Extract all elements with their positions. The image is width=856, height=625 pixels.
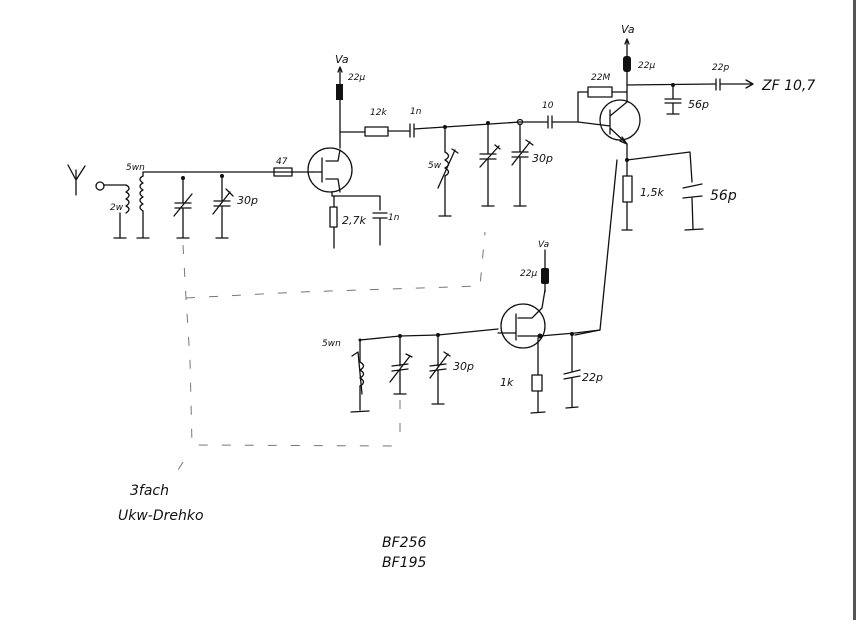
ganged-tuning-link <box>174 231 486 476</box>
mixer-input-capacitor: 10 <box>542 101 579 129</box>
rf-source-capacitor-label: 1n <box>388 213 400 223</box>
interstage-variable-coil: 5w <box>428 126 459 217</box>
antenna-symbol <box>67 164 86 196</box>
interstage-trimmer-label: 30p <box>532 152 553 165</box>
mixer-bjt-transistor <box>577 99 641 145</box>
mixer-collector-choke: 22µ <box>623 39 655 103</box>
coupling-resistor: 12k <box>364 108 389 137</box>
supply-terminal-rf: Va <box>335 53 349 73</box>
osc-drain-choke-label: 22µ <box>520 269 537 279</box>
mixer-input-capacitor-label: 10 <box>542 101 554 111</box>
osc-variable-coil: 5wn <box>322 339 370 413</box>
input-variable-capacitor <box>173 177 193 239</box>
page-edge <box>853 0 856 620</box>
osc-source-resistor: 1k <box>500 337 546 414</box>
interstage-coil-label: 5w <box>428 161 442 171</box>
coupling-capacitor-label: 1n <box>410 107 422 117</box>
output-capacitor: 22p <box>712 63 754 91</box>
rf-source-resistor-label: 2,7k <box>342 214 366 227</box>
mixer-emitter-resistor-label: 1,5k <box>640 186 664 199</box>
rf-drain-choke: 22µ <box>336 67 365 149</box>
mixer-emitter-resistor: 1,5k <box>621 159 664 231</box>
mixer-feedback-resistor: 22M <box>577 73 628 123</box>
osc-variable-capacitor <box>389 335 413 395</box>
osc-source-capacitor-label: 22p <box>582 371 603 384</box>
osc-trimmer-label: 30p <box>453 360 474 373</box>
supply-label-osc: Va <box>538 240 549 250</box>
osc-source-capacitor: 22p <box>563 333 603 409</box>
input-coil-primary-label: 2w <box>110 203 124 213</box>
coupling-resistor-label: 12k <box>370 108 387 118</box>
input-coil-secondary-label: 5wn <box>126 163 145 173</box>
output-label: ZF 10,7 <box>761 78 815 94</box>
mixer-emitter-capacitor-label: 56p <box>710 188 737 204</box>
gate-resistor-label: 47 <box>276 157 288 167</box>
mixer-emitter-capacitor: 56p <box>682 183 737 231</box>
coupling-capacitor: 1n <box>387 107 446 138</box>
osc-fet-transistor <box>497 289 546 349</box>
osc-trimmer-capacitor: 30p <box>429 334 474 405</box>
input-coil: 2w 5wn <box>95 163 186 239</box>
interstage-variable-capacitor <box>479 122 501 207</box>
mixer-collector-choke-label: 22µ <box>638 61 655 71</box>
gate-resistor: 47 <box>273 157 313 177</box>
input-trimmer-capacitor: 30p <box>212 175 258 239</box>
osc-coil-label: 5wn <box>322 339 341 349</box>
osc-drain-choke: 22µ <box>520 249 549 293</box>
rf-fet-transistor <box>307 147 353 193</box>
rf-drain-choke-label: 22µ <box>348 73 365 83</box>
osc-source-resistor-label: 1k <box>500 376 514 389</box>
tuning-note-line1: 3fach <box>130 483 169 499</box>
transistor-note-2: BF195 <box>382 555 426 571</box>
if-filter-capacitor-label: 56p <box>688 98 709 111</box>
rf-source-capacitor: 1n <box>372 212 400 246</box>
supply-label-rf: Va <box>335 53 349 66</box>
supply-terminal-mixer: Va <box>621 23 635 45</box>
mixer-feedback-resistor-label: 22M <box>591 73 610 83</box>
output-capacitor-label: 22p <box>712 63 729 73</box>
if-filter-capacitor: 56p <box>664 84 709 115</box>
transistor-note-1: BF256 <box>382 535 426 551</box>
interstage-trimmer-capacitor: 30p <box>511 123 553 207</box>
input-trimmer-label: 30p <box>237 194 258 207</box>
supply-label-mixer: Va <box>621 23 635 36</box>
rf-source-resistor: 2,7k <box>329 195 366 249</box>
tuning-note-line2: Ukw-Drehko <box>118 508 204 524</box>
